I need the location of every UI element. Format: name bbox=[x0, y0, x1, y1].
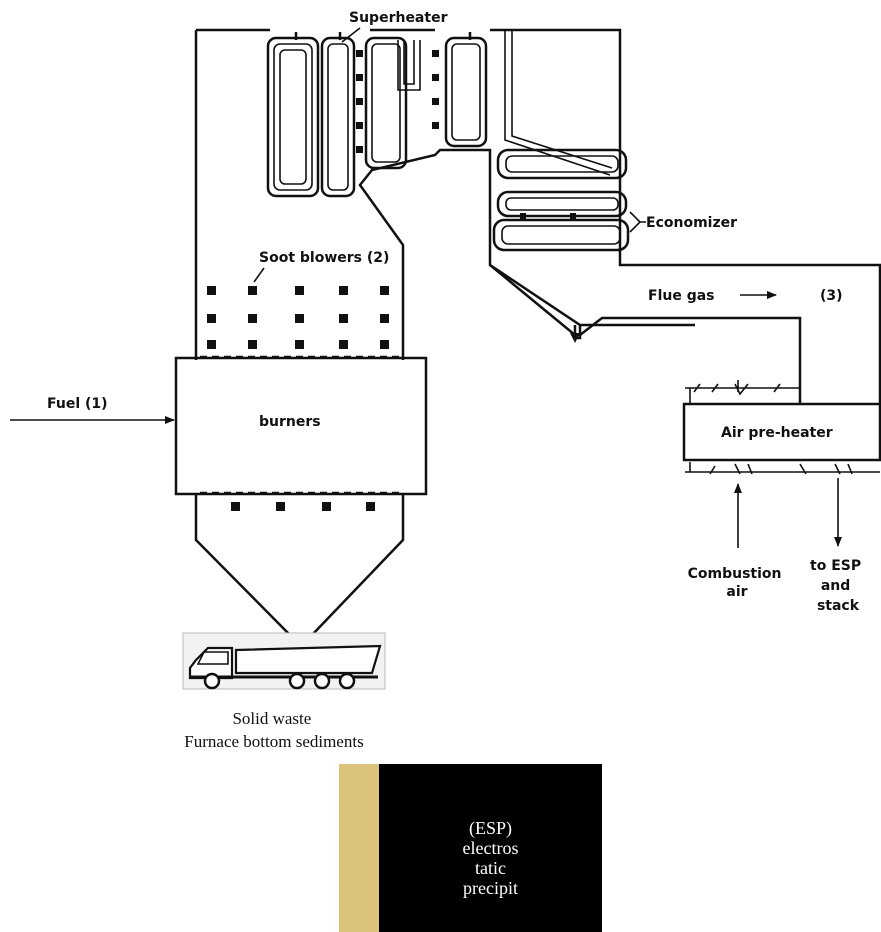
furnace-outline bbox=[194, 28, 881, 637]
economizer-coils bbox=[492, 148, 630, 252]
flue-gas-label: Flue gas bbox=[648, 288, 715, 304]
flue-duct bbox=[489, 264, 802, 405]
air-preheater-label: Air pre-heater bbox=[721, 425, 833, 441]
preheater-bottom-hatching bbox=[685, 462, 880, 475]
economizer-leader bbox=[629, 211, 646, 233]
fuel-label: Fuel (1) bbox=[47, 396, 108, 412]
esp-card-text: (ESP) electros tatic precipit bbox=[379, 818, 602, 898]
stream-3-label: (3) bbox=[820, 288, 843, 304]
preheater-top-hatching bbox=[685, 380, 800, 403]
esp-line: precipit bbox=[463, 878, 518, 898]
esp-card-accent-strip bbox=[339, 764, 379, 932]
dump-truck-icon bbox=[182, 632, 386, 690]
economizer-label: Economizer bbox=[646, 215, 737, 231]
esp-line: (ESP) bbox=[468, 818, 512, 838]
to-esp-label: to ESP and stack bbox=[810, 558, 866, 614]
riser-pipe bbox=[504, 30, 613, 176]
air-preheater-box bbox=[682, 402, 881, 462]
superheater-leader bbox=[341, 27, 361, 43]
superheater-tubes bbox=[266, 32, 488, 198]
solid-waste-caption: Solid waste Furnace bottom sediments bbox=[184, 709, 363, 751]
soot-blower-nozzles bbox=[207, 286, 389, 511]
combustion-air-label: Combustion air bbox=[688, 566, 787, 600]
esp-card: (ESP) electros tatic precipit bbox=[339, 764, 602, 932]
soot-blowers-label: Soot blowers (2) bbox=[259, 250, 389, 266]
soot-blowers-leader bbox=[253, 267, 265, 283]
superheater-studs bbox=[356, 50, 439, 153]
superheater-label: Superheater bbox=[349, 10, 448, 26]
esp-line: electros bbox=[462, 838, 519, 858]
esp-line: tatic bbox=[475, 858, 506, 878]
hopper-tip bbox=[570, 333, 580, 343]
burners-label: burners bbox=[259, 414, 321, 430]
